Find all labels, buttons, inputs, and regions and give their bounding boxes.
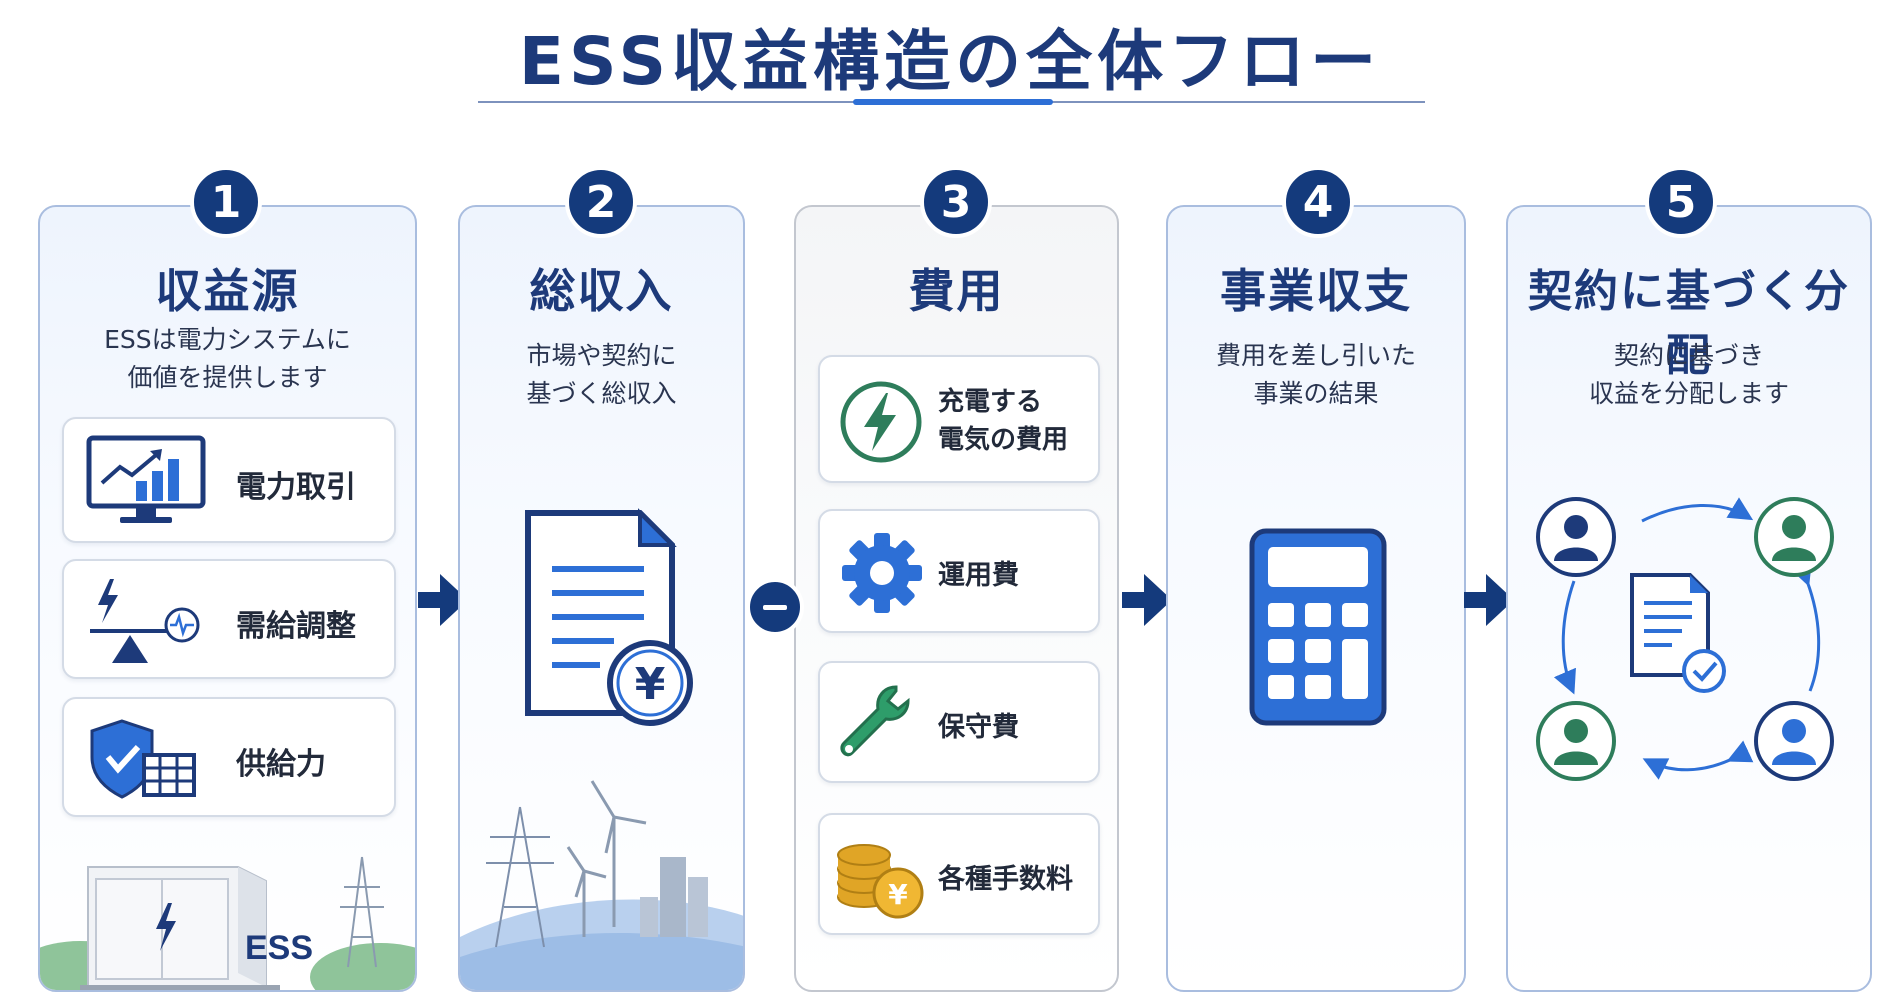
minus-icon [746,578,804,636]
step-number-4: 4 [1282,166,1354,238]
distribution-cycle-icon [1536,497,1834,781]
cost-item-fees: ¥ 各種手数料 [818,813,1100,935]
cost-item-operation: 運用費 [818,509,1100,633]
cost-item-maintenance: 保守費 [818,661,1100,783]
step-description: 契約に基づき 収益を分配します [1588,341,1789,408]
step-description: 市場や契約に 基づく総収入 [526,341,677,408]
step-panel-revenue-sources: 収益源 ESSは電力システムに 価値を提供します 電力取引 需給調整 [38,205,417,992]
flow-arrow-icon [1122,574,1172,626]
revenue-item-label: 電力取引 [236,470,356,505]
step-panel-distribution: 契約に基づく分配 契約に基づき 収益を分配します [1506,205,1872,992]
cost-item-label: 運用費 [938,560,1019,591]
gear-icon [842,533,922,613]
yen-symbol: ¥ [888,878,908,911]
cost-item-charging: 充電する 電気の費用 [818,355,1100,483]
step-panel-costs: 費用 充電する 電気の費用 運用費 [794,205,1119,992]
lightning-icon [840,381,922,463]
revenue-item-balancing: 需給調整 [62,559,396,679]
energy-landscape-icon [460,780,743,990]
step-panel-total-revenue: 総収入 市場や契約に 基づく総収入 ¥ [458,205,745,992]
revenue-item-label: 需給調整 [236,609,356,644]
balance-icon [90,579,200,663]
title-underline-accent [853,99,1053,105]
step-title: 契約に基づく分配 [1528,266,1850,381]
step-number-1: 1 [190,166,262,238]
step-description: ESSは電力システムに 価値を提供します [104,325,351,392]
flow-arrow-icon [418,574,468,626]
ess-label: ESS [245,929,313,967]
cost-item-label: 充電する 電気の費用 [938,387,1069,455]
yen-symbol: ¥ [635,659,666,710]
coins-yen-icon: ¥ [837,844,924,919]
step-number-3: 3 [920,166,992,238]
wrench-icon [840,685,910,757]
cost-item-label: 各種手数料 [938,864,1073,895]
step-panel-business-balance: 事業収支 費用を差し引いた 事業の結果 [1166,205,1466,992]
revenue-item-capacity: 供給力 [62,697,396,817]
monitor-chart-icon [86,435,206,523]
revenue-item-label: 供給力 [236,747,326,782]
step-title: 収益源 [155,264,300,318]
step-description: 費用を差し引いた 事業の結果 [1215,341,1416,408]
ess-container-icon: ESS [40,856,415,990]
calculator-icon [1249,528,1387,726]
flow-arrow-icon [1464,574,1514,626]
document-yen-icon: ¥ [525,508,693,726]
page-title: ESS収益構造の全体フロー [518,23,1382,100]
step-title: 費用 [908,264,1005,318]
step-title: 事業収支 [1220,264,1412,318]
step-number-5: 5 [1645,166,1717,238]
step-number-2: 2 [565,166,637,238]
shield-grid-icon [90,719,196,799]
step-title: 総収入 [529,264,674,318]
revenue-item-power-trading: 電力取引 [62,417,396,543]
cost-item-label: 保守費 [938,712,1019,743]
